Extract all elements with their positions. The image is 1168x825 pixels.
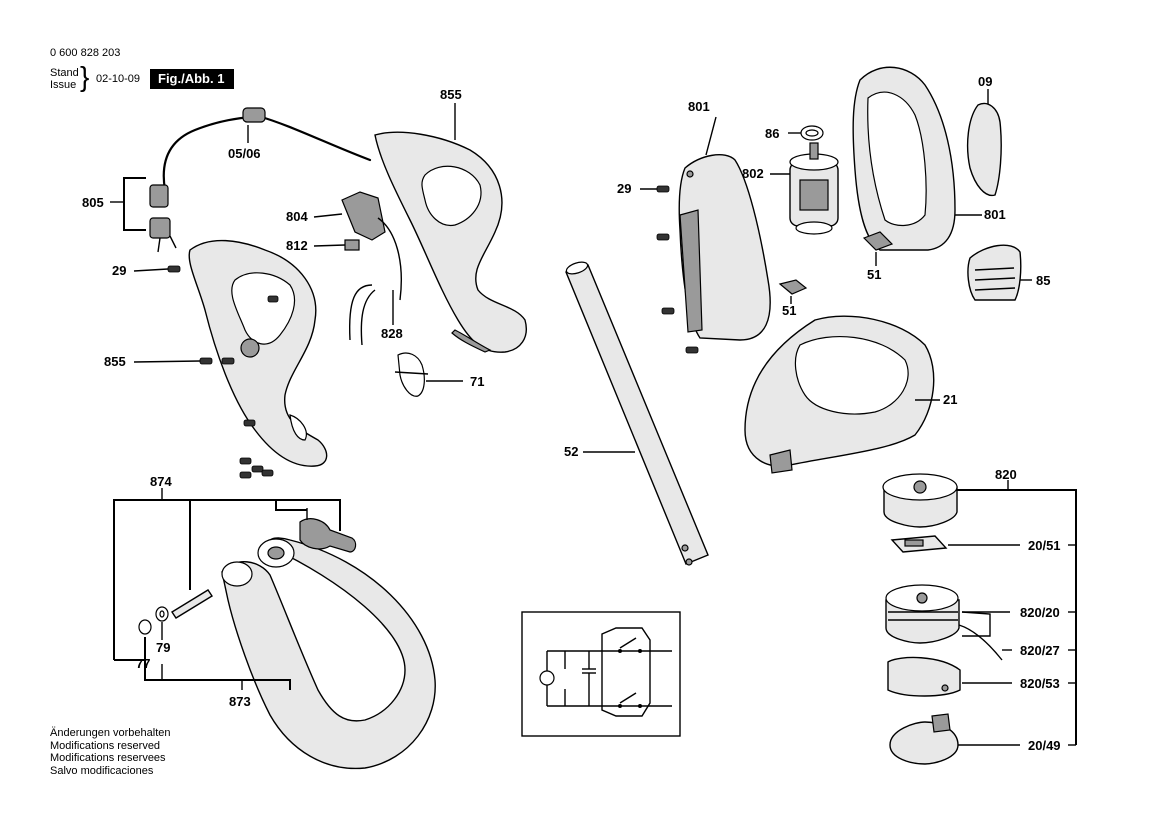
left-callout-lines xyxy=(110,103,463,382)
spool-cap-20-49 xyxy=(889,713,959,765)
callout-812: 812 xyxy=(286,238,308,253)
screws-left xyxy=(167,265,279,479)
spool-housing xyxy=(882,473,958,528)
callout-09: 09 xyxy=(978,74,992,89)
callout-820: 820 xyxy=(995,467,1017,482)
cap-85 xyxy=(967,244,1032,301)
callout-86: 86 xyxy=(765,126,779,141)
bottom-left-callout-lines xyxy=(113,488,341,690)
washer-79 xyxy=(155,606,169,622)
callout-873: 873 xyxy=(229,694,251,709)
nut-77 xyxy=(138,619,152,635)
note-en: Modifications reserved xyxy=(50,739,161,752)
switch-assembly xyxy=(341,191,402,346)
figure-badge: Fig./Abb. 1 xyxy=(150,69,235,89)
callout-05-06: 05/06 xyxy=(228,146,261,161)
callout-77: 77 xyxy=(136,656,150,671)
issue-label: Issue xyxy=(50,79,77,91)
plug-upper xyxy=(149,184,169,208)
callout-801-front: 801 xyxy=(688,99,710,114)
issue-date: 02-10-09 xyxy=(96,73,141,85)
motor-cover-801 xyxy=(678,116,771,341)
power-cable-assembly xyxy=(149,107,372,253)
callout-71: 71 xyxy=(470,374,484,389)
cable-strain-relief xyxy=(242,107,266,123)
switch-key-71 xyxy=(394,352,429,397)
callout-29-center: 29 xyxy=(617,181,631,196)
callout-20-49: 20/49 xyxy=(1028,738,1061,753)
spool-assembly-820 xyxy=(882,473,1077,765)
callout-804: 804 xyxy=(286,209,308,224)
plug-lower xyxy=(149,217,171,239)
callout-85: 85 xyxy=(1036,273,1050,288)
motor-symbol xyxy=(539,670,555,686)
screws-center xyxy=(640,185,699,354)
note-de: Änderungen vorbehalten xyxy=(50,727,171,739)
callout-21: 21 xyxy=(943,392,957,407)
callout-828: 828 xyxy=(381,326,403,341)
clip-51-lower xyxy=(778,279,808,304)
modification-notes: Änderungen vorbehalten Modifications res… xyxy=(50,727,170,777)
callout-labels: 05/06 805 29 855 855 804 812 828 71 801 … xyxy=(82,74,1061,753)
callout-52: 52 xyxy=(564,444,578,459)
extension-tube-52 xyxy=(565,261,709,566)
bearing-86 xyxy=(788,125,824,141)
guard-21 xyxy=(744,315,940,474)
brace-glyph: } xyxy=(80,61,90,92)
callout-20-51: 20/51 xyxy=(1028,538,1061,553)
motor-802 xyxy=(770,142,839,235)
callout-855-top: 855 xyxy=(440,87,462,102)
auxiliary-handle-873 xyxy=(221,537,436,770)
callout-874: 874 xyxy=(150,474,172,489)
wiring-schematic xyxy=(521,611,681,737)
stand-label: Stand xyxy=(50,67,79,79)
callout-820-53: 820/53 xyxy=(1020,676,1060,691)
callout-79: 79 xyxy=(156,640,170,655)
capacitor-812 xyxy=(344,239,360,251)
left-housing-half xyxy=(188,239,328,467)
clip-51-upper xyxy=(862,231,894,266)
right-housing-half xyxy=(374,131,527,353)
spool-cover-820-53 xyxy=(887,656,961,697)
motor-vent-disc xyxy=(240,338,260,358)
callout-855-left: 855 xyxy=(104,354,126,369)
spool-clip-20-51 xyxy=(890,535,948,553)
handle-bolt xyxy=(171,589,213,619)
callout-51-lower: 51 xyxy=(782,303,796,318)
callout-820-20: 820/20 xyxy=(1020,605,1060,620)
line-spool-820-20 xyxy=(885,584,1003,661)
callout-51-upper: 51 xyxy=(867,267,881,282)
stand-issue-label: Stand Issue xyxy=(50,67,80,91)
handle-wing-screw xyxy=(299,508,357,553)
note-es: Salvo modificaciones xyxy=(50,764,154,777)
callout-29-left: 29 xyxy=(112,263,126,278)
note-fr: Modifications reservees xyxy=(50,752,166,764)
filter-09 xyxy=(966,89,1002,197)
document-number: 0 600 828 203 xyxy=(50,47,121,59)
callout-801-rear: 801 xyxy=(984,207,1006,222)
callout-802: 802 xyxy=(742,166,764,181)
callout-805: 805 xyxy=(82,195,104,210)
motor-housing-rear-801 xyxy=(852,66,982,251)
callout-820-27: 820/27 xyxy=(1020,643,1060,658)
